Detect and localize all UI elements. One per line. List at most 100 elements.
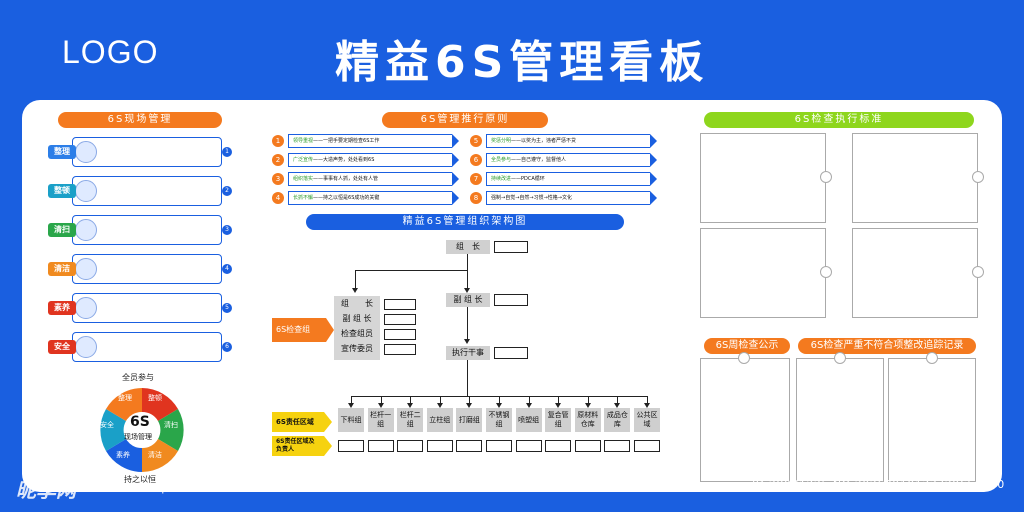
principle-arrow-tip	[452, 172, 459, 186]
org-leader-name	[494, 241, 528, 253]
principle-text: ——事事有人抓，处处有人管	[313, 176, 379, 182]
org-line	[467, 254, 468, 270]
principles-header: 6S管理推行原则	[382, 112, 548, 128]
org-arrow	[348, 403, 354, 408]
principle-number: 1	[272, 135, 284, 147]
s6-number: 1	[222, 147, 232, 157]
s6-tag: 整顿	[48, 184, 76, 198]
principle-text: ——自己遵守，监督他人	[511, 157, 567, 163]
tracking-frame-2	[888, 358, 976, 482]
dept-box: 栏杆二组	[397, 408, 424, 432]
s6-number: 5	[222, 303, 232, 313]
standard-frame-3	[700, 228, 826, 318]
org-arrow	[352, 288, 358, 293]
dept-box: 喷塑组	[515, 408, 542, 432]
dept-owner-field	[338, 440, 364, 452]
principle-key: 全员参与	[491, 157, 512, 163]
org-arrow	[496, 403, 502, 408]
dept-owner-field	[634, 440, 660, 452]
dept-box: 不锈钢组	[486, 408, 512, 432]
s6-tag: 清扫	[48, 223, 76, 237]
org-line	[439, 396, 441, 404]
principle-text: ——以奖为主，违者严惩不贷	[511, 138, 577, 144]
org-arrow	[464, 339, 470, 344]
dept-box: 复合管组	[545, 408, 572, 432]
dept-box: 下料组	[338, 408, 364, 432]
org-arrow	[584, 403, 591, 408]
org-line	[469, 396, 471, 404]
org-arrow	[555, 403, 562, 408]
member-name-3	[384, 329, 416, 340]
org-deputy-name	[494, 294, 528, 306]
principle-arrow-tip	[452, 191, 459, 205]
wheel-seg-5: 素养	[116, 451, 130, 459]
worker-illustration-icon	[75, 180, 97, 202]
principle-item: 5 奖惩分明——以奖为主，违者严惩不贷	[470, 134, 657, 148]
member-deputy: 副 组 长	[342, 314, 372, 323]
org-leader: 组 长	[446, 240, 490, 254]
dept-box: 栏杆一组	[367, 408, 394, 432]
org-arrow	[464, 288, 470, 293]
s6-card	[72, 332, 222, 362]
frame-notch	[972, 266, 984, 278]
frame-notch	[926, 352, 938, 364]
area-tag: 6S责任区域	[272, 412, 332, 432]
org-line	[355, 270, 356, 290]
s6-card	[72, 215, 222, 245]
principle-key: 长抓不懈	[293, 195, 314, 201]
principle-bar: 广泛宣传——大造声势，处处看到6S	[288, 153, 452, 167]
site-management-header: 6S现场管理	[58, 112, 222, 128]
standard-header: 6S检查执行标准	[704, 112, 974, 128]
org-deputy: 副 组 长	[446, 293, 490, 307]
principle-number: 2	[272, 154, 284, 166]
principle-bar: 组织落实——事事有人抓，处处有人管	[288, 172, 452, 186]
org-executive: 执行干事	[446, 346, 490, 360]
frame-notch	[820, 171, 832, 183]
dept-owner-field	[456, 440, 483, 452]
image-id-text: ID:28081225 NO:20260910133729650100	[752, 478, 1005, 491]
wheel-center-6s: 6S	[130, 414, 150, 430]
weekly-frame	[700, 358, 790, 482]
area-owner-tag: 6S责任区域及负责人	[272, 436, 332, 456]
principle-key: 奖惩分明	[491, 138, 512, 144]
s6-card	[72, 293, 222, 323]
principle-number: 6	[470, 154, 482, 166]
tracking-record-header: 6S检查严重不符合项整改追踪记录	[798, 338, 976, 354]
s6-number: 6	[222, 342, 232, 352]
principle-number: 3	[272, 173, 284, 185]
dept-box: 公共区域	[634, 408, 660, 432]
org-line	[499, 396, 500, 404]
dept-owner-field	[545, 440, 572, 452]
standard-frame-1	[700, 133, 826, 223]
s6-tag: 素养	[48, 301, 76, 315]
s6-tag: 安全	[48, 340, 76, 354]
dept-owner-field	[515, 440, 542, 452]
member-name-1	[384, 299, 416, 310]
principle-arrow-tip	[452, 134, 459, 148]
principle-bar: 奖惩分明——以奖为主，违者严惩不贷	[486, 134, 650, 148]
principle-number: 5	[470, 135, 482, 147]
principle-arrow-tip	[650, 134, 657, 148]
org-arrow	[466, 403, 473, 408]
dept-owner-field	[367, 440, 394, 452]
org-line	[617, 396, 619, 404]
principle-key: 组织落实	[293, 176, 314, 182]
worker-illustration-icon	[75, 336, 97, 358]
principle-item: 8 强制→自觉→自然→习惯→性格→文化	[470, 191, 657, 205]
wheel-seg-6: 安全	[100, 421, 114, 429]
principle-text: 强制→自觉→自然→习惯→性格→文化	[491, 195, 572, 201]
org-line	[380, 396, 382, 404]
org-arrow	[614, 403, 621, 408]
dept-box: 打磨组	[456, 408, 483, 432]
wheel-bottom-label: 持之以恒	[124, 475, 156, 484]
principle-number: 8	[470, 192, 482, 204]
wheel-top-label: 全员参与	[122, 373, 154, 382]
principle-number: 7	[470, 173, 482, 185]
org-line	[528, 396, 530, 404]
principle-key: 广泛宣传	[293, 157, 314, 163]
org-arrow	[525, 403, 532, 408]
principle-arrow-tip	[650, 153, 657, 167]
standard-frame-4	[852, 228, 978, 318]
